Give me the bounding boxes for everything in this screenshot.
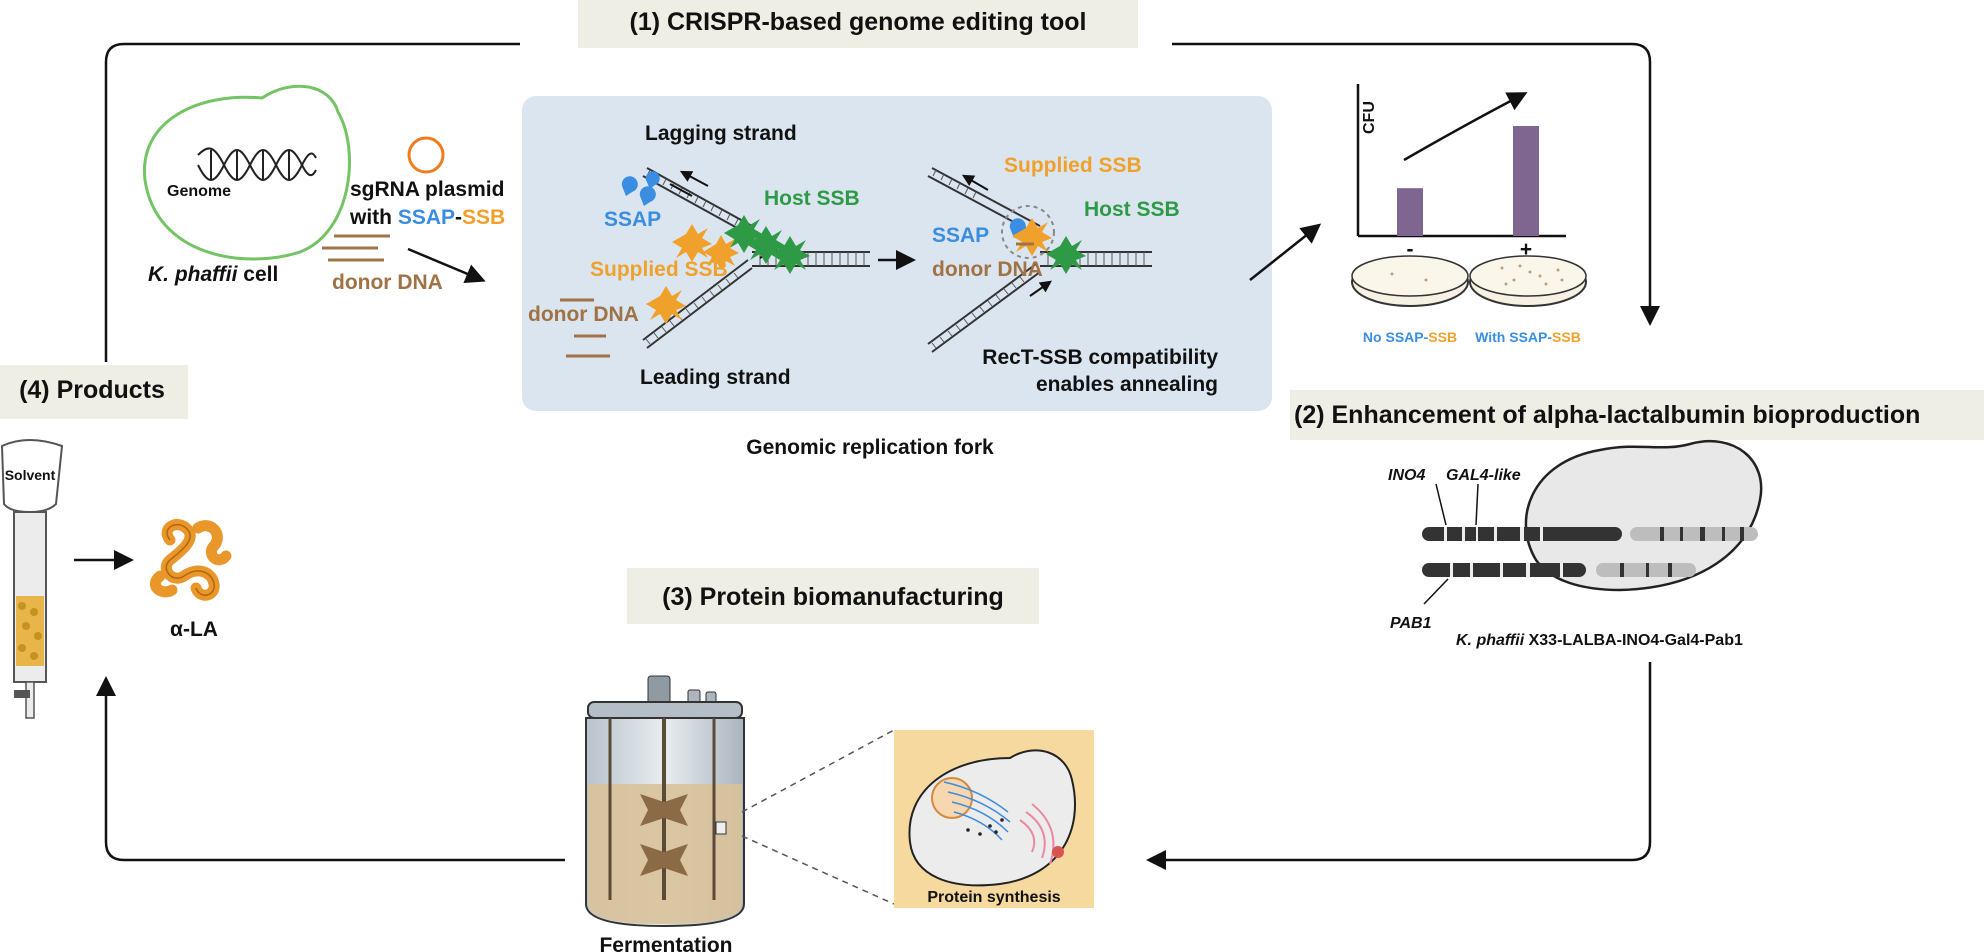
solvent-label: Solvent <box>5 467 56 483</box>
plus-tick-label: + <box>1520 238 1532 261</box>
svg-text:(4) Products: (4) Products <box>19 376 165 404</box>
no-ssap-ssb-label: No SSAP-SSB <box>1363 329 1457 345</box>
donor-dna-fork-label: donor DNA <box>528 303 639 326</box>
ssap-label-left: SSAP <box>604 208 661 231</box>
agar-plates <box>1351 255 1587 307</box>
donor-dna-lines <box>322 234 390 262</box>
host-ssb-icon <box>724 215 810 274</box>
chromatography-column-icon: Solvent <box>0 439 64 719</box>
step2-title: (2) Enhancement of alpha-lactalbumin bio… <box>1290 390 1984 440</box>
gal4-like-gene-label: GAL4-like <box>1446 467 1521 484</box>
minus-tick-label: - <box>1407 238 1414 261</box>
strain-name-label: K. phaffii X33-LALBA-INO4-Gal4-Pab1 <box>1456 632 1743 649</box>
fermentation-label: Fermentation <box>599 934 732 952</box>
donor-dna-label: donor DNA <box>332 271 443 294</box>
lagging-strand-label: Lagging strand <box>645 122 797 145</box>
genome-label: Genome <box>167 183 231 200</box>
host-ssb-icon-right <box>1046 236 1086 274</box>
annealing-highlight <box>1001 205 1055 259</box>
cfu-bar-with-ssap-ssb <box>1513 126 1539 236</box>
host-ssb-label-left: Host SSB <box>764 187 860 210</box>
svg-text:(3) Protein biomanufacturing: (3) Protein biomanufacturing <box>662 583 1004 611</box>
replication-fork-panel: Lagging strand Leading strand Host SSB <box>522 96 1272 411</box>
cfu-chart: CFU - + <box>1356 84 1566 261</box>
host-ssb-label-right: Host SSB <box>1084 198 1180 221</box>
chromosome-1 <box>1422 527 1758 541</box>
engineered-strain-illustration: INO4 GAL4-like PAB1 K. phaffii X33-LALBA… <box>1388 439 1763 649</box>
svg-text:(1) CRISPR-based genome editin: (1) CRISPR-based genome editing tool <box>630 8 1087 36</box>
svg-text:with SSAP-SSB: with SSAP-SSB <box>349 206 505 229</box>
svg-text:(2) Enhancement of alpha-lacta: (2) Enhancement of alpha-lactalbumin bio… <box>1294 401 1920 429</box>
svg-text:sgRNA plasmid: sgRNA plasmid <box>350 178 504 201</box>
protein-synthesis-inset: Protein synthesis <box>894 730 1094 908</box>
replication-fork-caption: Genomic replication fork <box>746 436 994 459</box>
with-ssap-ssb-label: With SSAP-SSB <box>1475 329 1581 345</box>
plasmid-icon <box>407 136 445 174</box>
supplied-ssb-icon-right <box>1012 218 1052 256</box>
ssap-icon <box>621 171 660 206</box>
donor-dna-label-right: donor DNA <box>932 258 1043 281</box>
supplied-ssb-icon <box>646 224 739 324</box>
cfu-bars <box>1397 126 1539 236</box>
pab1-gene-label: PAB1 <box>1390 615 1432 632</box>
leading-strand-label: Leading strand <box>640 366 791 389</box>
cfu-axis-label: CFU <box>1361 101 1378 134</box>
compatibility-label-1: RecT-SSB compatibility <box>982 346 1218 369</box>
alpha-la-label: α-LA <box>170 618 218 641</box>
chromosome-2 <box>1422 563 1696 577</box>
step4-title: (4) Products <box>0 365 188 419</box>
dna-helix-icon <box>197 147 317 181</box>
step1-title: (1) CRISPR-based genome editing tool <box>578 0 1138 48</box>
protein-synthesis-label: Protein synthesis <box>927 889 1060 906</box>
kphaffii-cell-illustration: Genome K. phaffii cell <box>143 84 351 286</box>
sgrna-plasmid: sgRNA plasmid with SSAP-SSB <box>349 136 505 229</box>
ssap-label-right: SSAP <box>932 224 989 247</box>
supplied-ssb-label-right: Supplied SSB <box>1004 154 1142 177</box>
fork-left-strands <box>642 167 870 349</box>
step3-title: (3) Protein biomanufacturing <box>627 568 1039 624</box>
cell-label: K. phaffii cell <box>148 263 278 286</box>
supplied-ssb-label-left: Supplied SSB <box>590 258 728 281</box>
cfu-bar-no-ssap-ssb <box>1397 188 1423 236</box>
cycle-arrows <box>96 42 1660 870</box>
bioreactor-icon: Fermentation <box>585 675 745 952</box>
compatibility-label-2: enables annealing <box>1036 373 1218 396</box>
donor-dna-fork-lines <box>560 298 610 358</box>
ino4-gene-label: INO4 <box>1388 467 1425 484</box>
